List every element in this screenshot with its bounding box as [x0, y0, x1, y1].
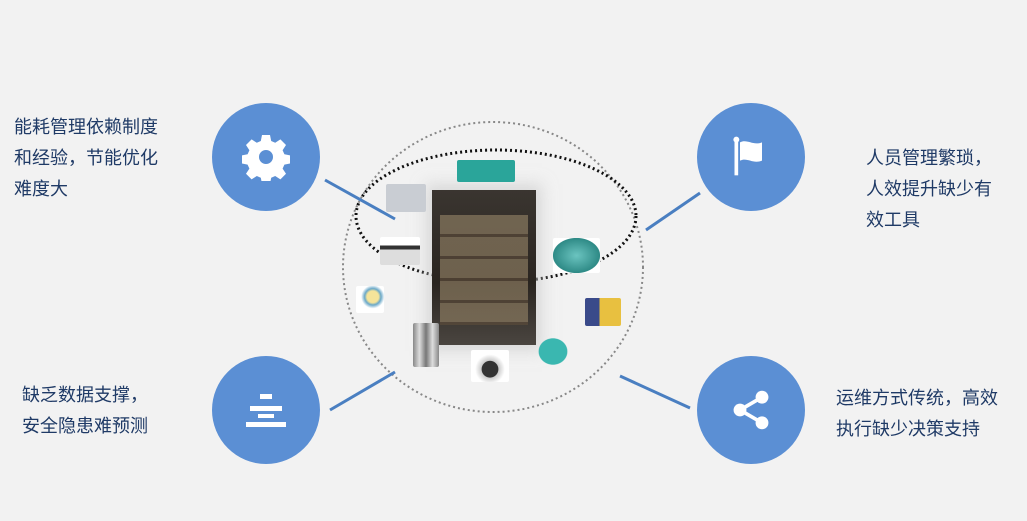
text-line: 运维方式传统，高效 — [836, 388, 998, 409]
data-support-circle — [212, 356, 320, 464]
text-line: 执行缺少决策支持 — [836, 419, 980, 440]
connector-line — [329, 370, 396, 412]
connector-line — [324, 178, 396, 221]
water-pump-image — [535, 335, 571, 368]
share-icon — [733, 390, 769, 430]
camera-image — [471, 350, 509, 382]
data-support-text: 缺乏数据支撑， 安全隐患难预测 — [22, 380, 148, 442]
text-line: 效工具 — [866, 210, 920, 231]
building-illustration — [432, 190, 536, 345]
text-line: 难度大 — [14, 179, 68, 200]
text-line: 缺乏数据支撑， — [22, 385, 148, 406]
connector-line — [645, 191, 701, 232]
personnel-management-circle — [697, 103, 805, 211]
text-line: 和经验，节能优化 — [14, 148, 158, 169]
text-line: 能耗管理依赖制度 — [14, 117, 158, 138]
outer-dotted-ellipse — [342, 121, 644, 413]
energy-management-text: 能耗管理依赖制度 和经验，节能优化 难度大 — [14, 112, 158, 205]
boiler-image — [553, 238, 600, 273]
flag-icon — [733, 136, 762, 176]
ceiling-ac-image — [380, 237, 420, 265]
connector-line — [619, 374, 691, 410]
operations-circle — [697, 356, 805, 464]
text-line: 安全隐患难预测 — [22, 416, 148, 437]
operations-text: 运维方式传统，高效 执行缺少决策支持 — [836, 383, 998, 445]
text-line: 人员管理繁琐， — [866, 148, 992, 169]
list-icon — [246, 394, 286, 427]
personnel-management-text: 人员管理繁琐， 人效提升缺少有 效工具 — [866, 143, 992, 236]
light-bulb-image — [356, 286, 384, 313]
text-line: 人效提升缺少有 — [866, 179, 992, 200]
air-handler-image — [457, 160, 515, 182]
chiller-image — [386, 184, 426, 212]
energy-report-image — [585, 298, 621, 326]
gear-icon — [242, 135, 290, 181]
elevator-image — [413, 323, 439, 367]
energy-management-circle — [212, 103, 320, 211]
